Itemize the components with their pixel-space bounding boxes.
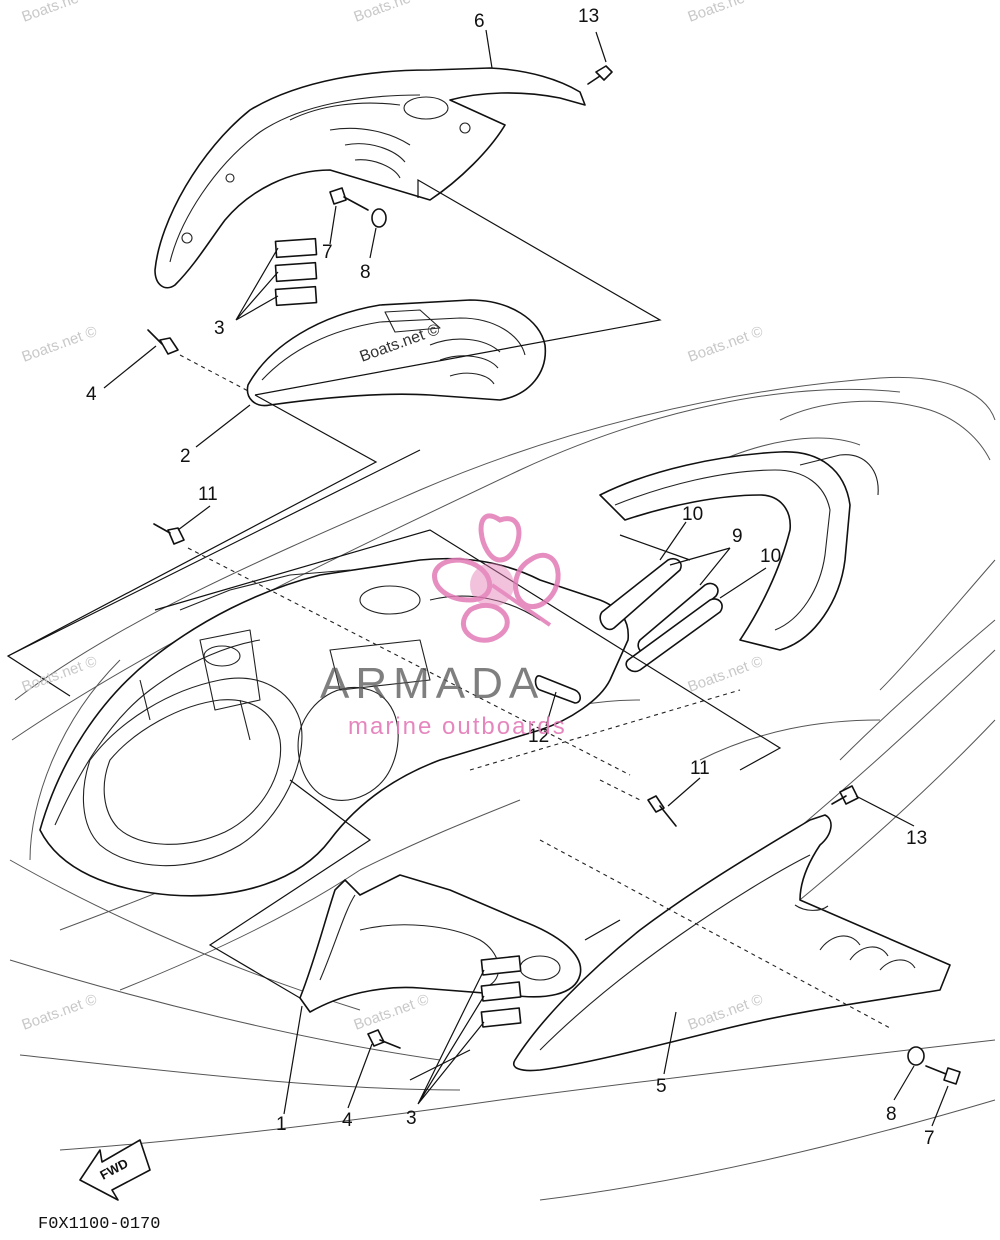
callout-13-top: 13: [578, 6, 599, 27]
connection-lines: [6, 178, 891, 1081]
watermark-top-mid: Boats.ne: [352, 0, 413, 26]
callout-9: 9: [732, 526, 743, 547]
callout-leaders: [103, 29, 949, 1127]
callout-4-lower: 4: [342, 1110, 353, 1131]
watermark-top-left: Boats.ne: [20, 0, 81, 26]
fwd-arrow-icon: [79, 1139, 151, 1201]
callout-2: 2: [180, 446, 191, 467]
callout-8-top: 8: [360, 262, 371, 283]
rear-frame: [599, 451, 879, 651]
deck-assembly: [39, 557, 629, 897]
watermark-top-right: Boats.ne: [686, 0, 747, 26]
callout-11-lower: 11: [690, 758, 710, 779]
brand-logo-icon: [432, 513, 561, 643]
watermark-right-mid: Boats.net ©: [686, 653, 766, 696]
watermark-left-upper: Boats.net ©: [20, 323, 100, 366]
callout-7-top: 7: [322, 242, 333, 263]
watermark-left-lower: Boats.net ©: [20, 991, 100, 1034]
part-3-pads-top: [274, 237, 318, 307]
callouts: 13 6 7 8 3 4 2 11 10 9 10 12 11 13 1 4 3…: [86, 6, 935, 1149]
part-6-cover: [154, 67, 586, 289]
figure-code: F0X1100-0170: [38, 1215, 160, 1234]
callout-5: 5: [656, 1076, 667, 1097]
callout-1: 1: [276, 1114, 287, 1135]
fwd-arrow: FWD: [79, 1139, 151, 1201]
brand-tagline: marine outboards: [348, 713, 567, 740]
callout-12: 12: [528, 726, 549, 747]
callout-10-right: 10: [760, 546, 781, 567]
callout-4-top: 4: [86, 384, 97, 405]
callout-3-top: 3: [214, 318, 225, 339]
callout-6: 6: [474, 11, 485, 32]
part-3-pads-bottom: [480, 955, 522, 1028]
callout-7-lower: 7: [924, 1128, 935, 1149]
hardware: [147, 65, 961, 1085]
watermark-right-upper: Boats.net ©: [686, 323, 766, 366]
parts-9-10-straps: [599, 557, 723, 673]
part-12: [534, 675, 582, 704]
brand-overlay: ARMADA marine outboards: [320, 513, 567, 740]
part-1-side-cover: [299, 874, 582, 1013]
callout-11-top: 11: [198, 484, 218, 505]
brand-name: ARMADA: [320, 659, 544, 708]
callout-10-left: 10: [682, 504, 703, 525]
callout-13-lower: 13: [906, 828, 927, 849]
watermark-center-lower: Boats.net ©: [352, 991, 432, 1034]
callout-3-lower: 3: [406, 1108, 417, 1129]
callout-8-lower: 8: [886, 1104, 897, 1125]
